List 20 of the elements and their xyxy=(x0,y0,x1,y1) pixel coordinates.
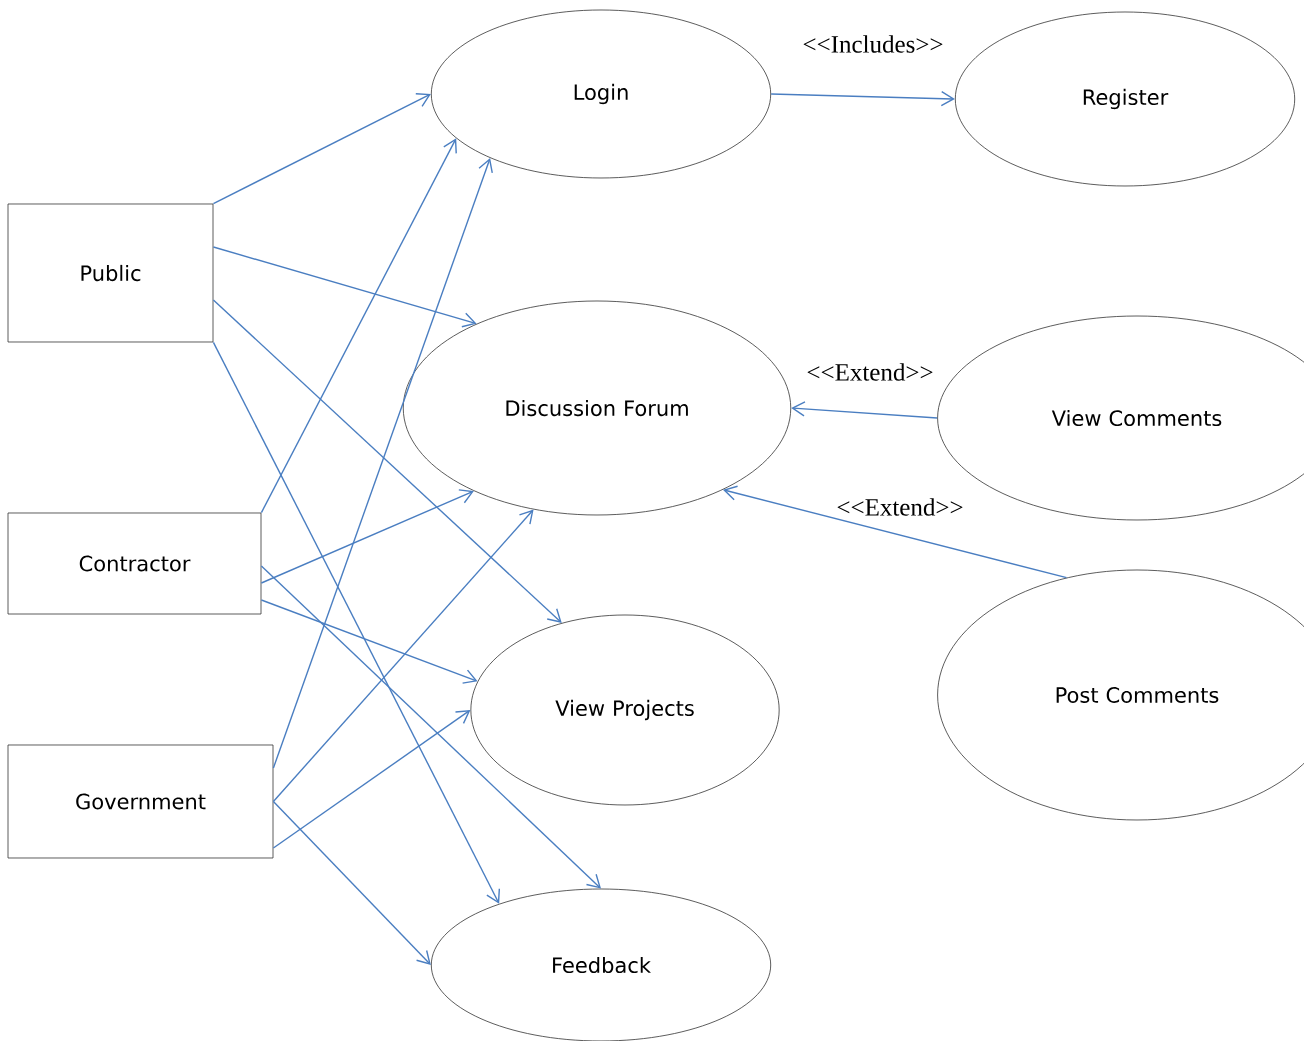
actor-box: Contractor xyxy=(7,512,262,615)
arrow xyxy=(260,599,478,684)
arrow xyxy=(260,138,457,514)
actor-box: Government xyxy=(7,744,274,859)
arrow xyxy=(791,401,938,419)
arrow xyxy=(212,93,431,205)
arrow xyxy=(260,565,601,889)
arrow xyxy=(272,710,471,849)
arrow xyxy=(272,800,431,965)
edge-label: <<Extend>> xyxy=(805,362,935,382)
arrow xyxy=(272,509,534,803)
arrow xyxy=(272,158,493,769)
arrow xyxy=(212,341,501,904)
arrow xyxy=(260,489,474,584)
arrow xyxy=(212,299,562,623)
arrow xyxy=(722,485,1068,579)
arrow xyxy=(770,90,955,107)
actor-box: Public xyxy=(7,203,214,343)
edge-label: <<Includes>> xyxy=(801,34,945,54)
arrow xyxy=(212,246,477,328)
